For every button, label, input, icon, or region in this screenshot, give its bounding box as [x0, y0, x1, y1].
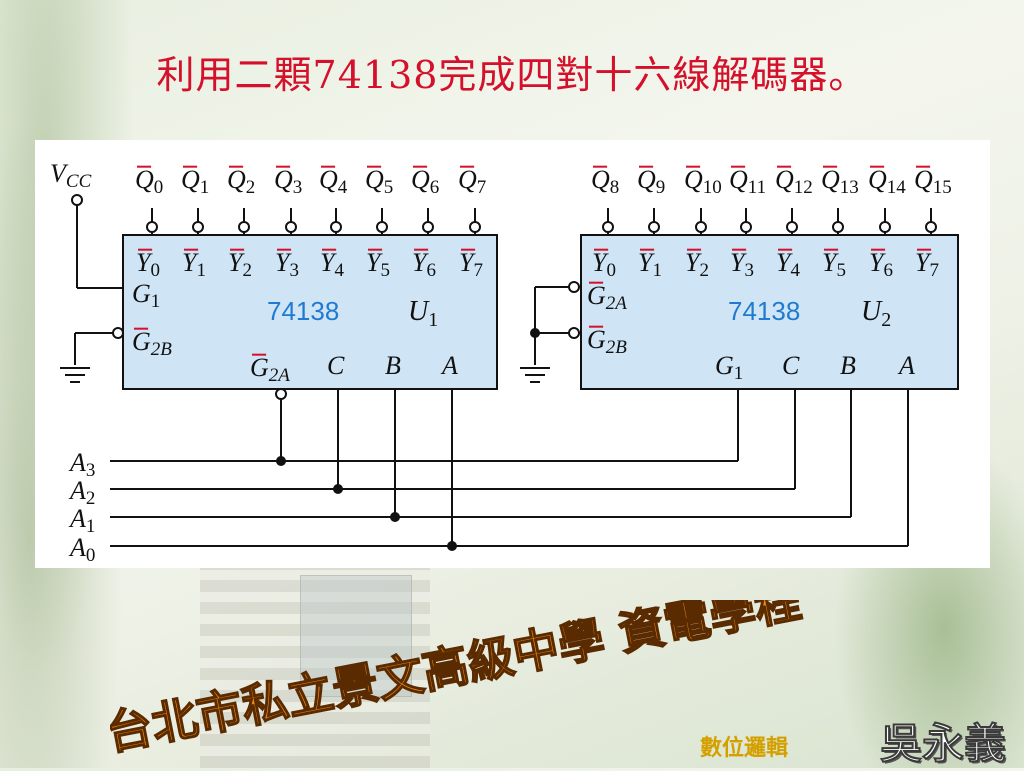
u2-g2b-label: G2B: [587, 325, 627, 358]
author-name: 吳永義: [879, 718, 1007, 769]
u1-output-bubble: [146, 221, 158, 233]
u2-q-label: Q13: [821, 165, 859, 198]
u2-y-label: Y3: [730, 248, 754, 281]
u1-y-label: Y6: [412, 248, 436, 281]
u2-output-bubble: [879, 221, 891, 233]
u2-output-bubble: [925, 221, 937, 233]
u1-y-label: Y7: [459, 248, 483, 281]
input-label: A0: [68, 533, 95, 566]
school-name-banner: 台北市私立景文高級中學 資電學程: [110, 600, 806, 762]
u2-a-label: A: [897, 351, 915, 380]
u1-output-bubble: [238, 221, 250, 233]
u1-q-label: Q3: [274, 165, 302, 198]
u2-output-bubble: [740, 221, 752, 233]
u1-q-label: Q5: [365, 165, 393, 198]
background-sign: [300, 575, 412, 697]
u1-q-label: Q1: [181, 165, 209, 198]
course-name: 數位邏輯: [700, 736, 789, 761]
u1-y-label: Y5: [366, 248, 390, 281]
u2-y-label: Y5: [822, 248, 846, 281]
background-building: [200, 565, 430, 768]
input-label: A3: [68, 448, 95, 481]
u1-output-bubble: [192, 221, 204, 233]
a1-junction: [390, 512, 400, 522]
u1-y-label: Y0: [136, 248, 160, 281]
u2-g2a-bubble: [568, 281, 580, 293]
input-label: A2: [68, 476, 95, 509]
u1-q-label: Q7: [458, 165, 486, 198]
u1-output-bubble: [285, 221, 297, 233]
u2-g1-label: G1: [715, 351, 743, 384]
u2-output-bubble: [648, 221, 660, 233]
u2-q-label: Q8: [591, 165, 619, 198]
a3-junction: [276, 456, 286, 466]
u1-g1-label: G1: [132, 279, 160, 312]
u2-output-bubble: [786, 221, 798, 233]
circuit-svg: Q0Y0Q1Y1Q2Y2Q3Y3Q4Y4Q5Y5Q6Y6Q7Y7VCCG1G2B…: [50, 159, 959, 566]
u1-q-label: Q6: [411, 165, 439, 198]
u2-y-label: Y6: [869, 248, 893, 281]
u1-g2a-bubble: [275, 388, 287, 400]
u1-y-label: Y2: [228, 248, 252, 281]
u1-a-label: A: [440, 351, 458, 380]
u1-q-label: Q0: [135, 165, 163, 198]
chip-u2: [580, 234, 959, 390]
u2-q-label: Q11: [729, 165, 766, 198]
u1-g2b-label: G2B: [132, 327, 172, 360]
input-label: A1: [68, 504, 95, 537]
u1-y-label: Y1: [182, 248, 206, 281]
a2-junction: [333, 484, 343, 494]
u1-y-label: Y3: [275, 248, 299, 281]
vcc-terminal: [71, 194, 83, 206]
u2-y-label: Y0: [592, 248, 616, 281]
u2-q-label: Q14: [868, 165, 906, 198]
u1-y-label: Y4: [320, 248, 344, 281]
u1-g2a-label: G2A: [250, 353, 290, 386]
u2-output-bubble: [695, 221, 707, 233]
vcc-label: VCC: [50, 159, 92, 192]
u2-q-label: Q9: [637, 165, 665, 198]
u2-g2b-bubble: [568, 327, 580, 339]
u1-q-label: Q4: [319, 165, 348, 198]
u2-output-bubble: [602, 221, 614, 233]
u2-part-label: 74138: [728, 296, 800, 326]
u1-output-bubble: [330, 221, 342, 233]
u2-y-label: Y1: [638, 248, 662, 281]
u2-y-label: Y2: [685, 248, 709, 281]
u2-g2a-label: G2A: [587, 281, 627, 314]
u2-q-label: Q12: [775, 165, 813, 198]
u2-c-label: C: [782, 351, 800, 380]
u1-part-label: 74138: [267, 296, 339, 326]
chip-u1: [122, 234, 498, 390]
u2-name-label: U2: [861, 296, 891, 331]
u2-output-bubble: [832, 221, 844, 233]
u1-output-bubble: [376, 221, 388, 233]
u1-c-label: C: [327, 351, 345, 380]
slide-title: 利用二顆74138完成四對十六線解碼器。: [156, 53, 868, 97]
u1-name-label: U1: [408, 296, 438, 331]
u2-y-label: Y4: [776, 248, 800, 281]
u1-output-bubble: [422, 221, 434, 233]
u1-output-bubble: [469, 221, 481, 233]
u2-q-label: Q10: [684, 165, 722, 198]
u2-y-label: Y7: [915, 248, 939, 281]
u1-b-label: B: [385, 351, 401, 380]
u2-q-label: Q15: [914, 165, 952, 198]
u1-q-label: Q2: [227, 165, 255, 198]
u1-g2b-bubble: [112, 327, 124, 339]
u2-enable-junction: [530, 328, 540, 338]
a0-junction: [447, 541, 457, 551]
u2-b-label: B: [840, 351, 856, 380]
